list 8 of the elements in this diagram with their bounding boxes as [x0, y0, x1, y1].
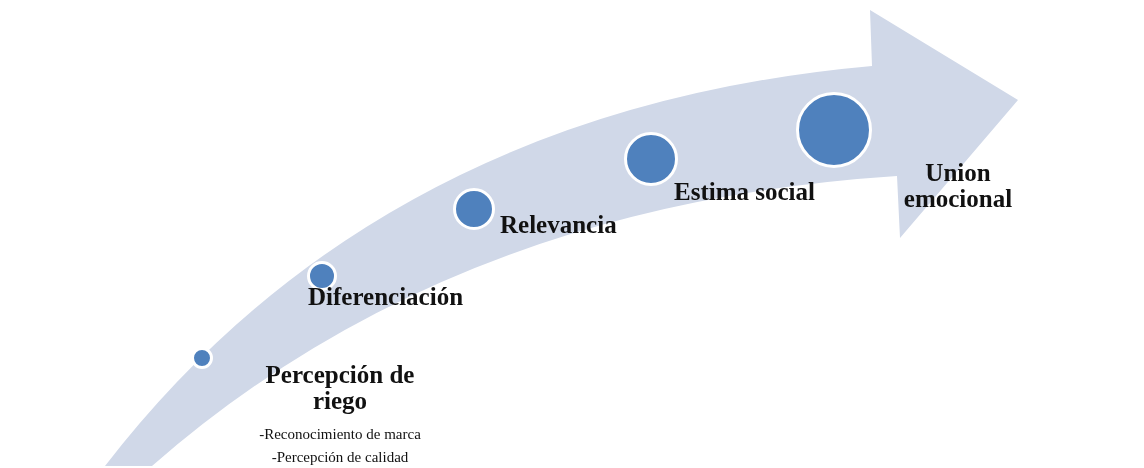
stage-label: Estima social: [674, 179, 815, 205]
stage-label: Relevancia: [500, 212, 617, 238]
bullet-text: -Reconocimiento de marca: [259, 426, 421, 443]
circle-marker: [191, 347, 213, 369]
stage-label: Diferenciación: [308, 284, 464, 310]
bullet-text: -Percepción de calidad: [271, 449, 409, 466]
stage-label: Union emocional: [902, 160, 1014, 212]
stage-label: Percepción de riego: [264, 362, 416, 414]
